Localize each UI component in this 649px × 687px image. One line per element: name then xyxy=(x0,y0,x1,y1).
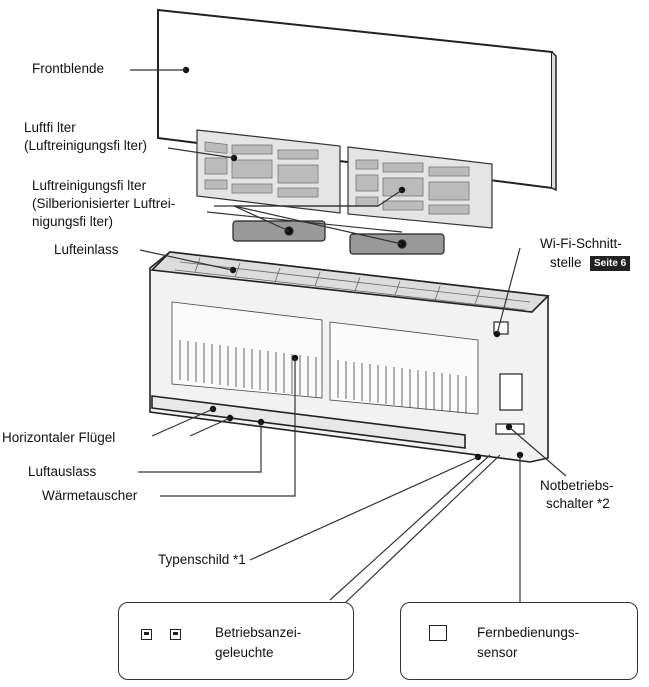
label-fernbedienung-line2: sensor xyxy=(477,645,518,660)
label-luftfilter-line1: Luftfi lter xyxy=(24,120,76,135)
label-wifi-line2: stelle xyxy=(550,255,582,270)
label-lufteinlass: Lufteinlass xyxy=(54,242,119,257)
label-luftauslass: Luftauslass xyxy=(28,464,97,479)
label-frontblende: Frontblende xyxy=(32,61,105,76)
remote-sensor-icon xyxy=(429,625,447,641)
label-betriebsanzeige-line2: geleuchte xyxy=(215,645,274,660)
heat-exchanger-fins xyxy=(171,301,479,415)
remote-sensor-callout: Fernbedienungs- sensor xyxy=(400,602,638,680)
label-typenschild: Typenschild *1 xyxy=(158,552,246,567)
label-notbetrieb-line2: schalter *2 xyxy=(546,496,610,511)
label-silberfilter-line3: nigungsfi lter) xyxy=(32,214,114,229)
leader-lines xyxy=(130,69,567,657)
label-luftfilter-line2: (Luftreinigungsfi lter) xyxy=(24,138,148,153)
page-reference-badge: Seite 6 xyxy=(590,256,631,271)
filter-mesh xyxy=(204,141,470,215)
label-silberfilter-line1: Luftreinigungsfi lter xyxy=(32,178,147,193)
label-silberfilter-line2: (Silberionisierter Luftrei- xyxy=(32,196,176,211)
indicator-lamp-icon xyxy=(170,629,181,640)
indicator-lamp-icon xyxy=(141,629,152,640)
indicator-lamps-callout: Betriebsanzei- geleuchte xyxy=(118,602,354,680)
label-waermetauscher: Wärmetauscher xyxy=(42,488,138,503)
label-notbetrieb-line1: Notbetriebs- xyxy=(540,478,614,493)
label-betriebsanzeige-line1: Betriebsanzei- xyxy=(215,625,302,640)
label-wifi-line1: Wi-Fi-Schnitt- xyxy=(540,236,622,251)
air-intake-grille xyxy=(174,257,531,311)
label-fernbedienung-line1: Fernbedienungs- xyxy=(477,625,580,640)
label-horizontaler-fluegel: Horizontaler Flügel xyxy=(2,430,116,445)
